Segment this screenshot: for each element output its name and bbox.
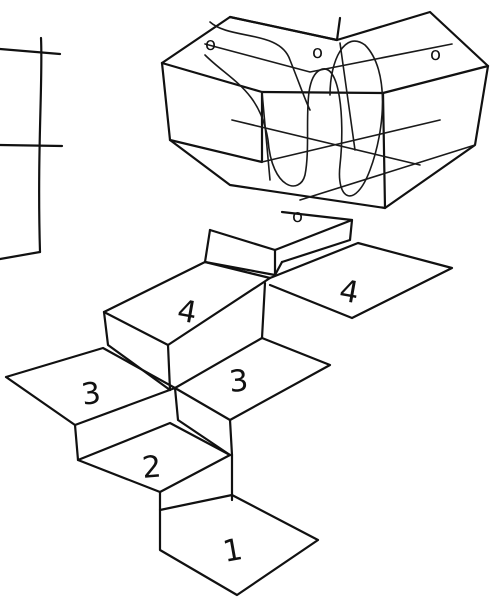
landing-block — [205, 212, 352, 275]
circle-marker: o — [292, 206, 303, 227]
step-number-label: 4 — [337, 273, 362, 311]
left-frame-fragment — [0, 38, 62, 259]
step-4-right — [270, 243, 452, 318]
step-number-label: 3 — [79, 376, 103, 413]
circle-marker: o — [205, 34, 216, 55]
step-number-label: 3 — [228, 363, 250, 400]
circle-marker: o — [312, 42, 323, 63]
step-number-label: 2 — [141, 449, 163, 486]
circle-marker: o — [430, 44, 441, 65]
step-number-label: 1 — [220, 532, 245, 570]
